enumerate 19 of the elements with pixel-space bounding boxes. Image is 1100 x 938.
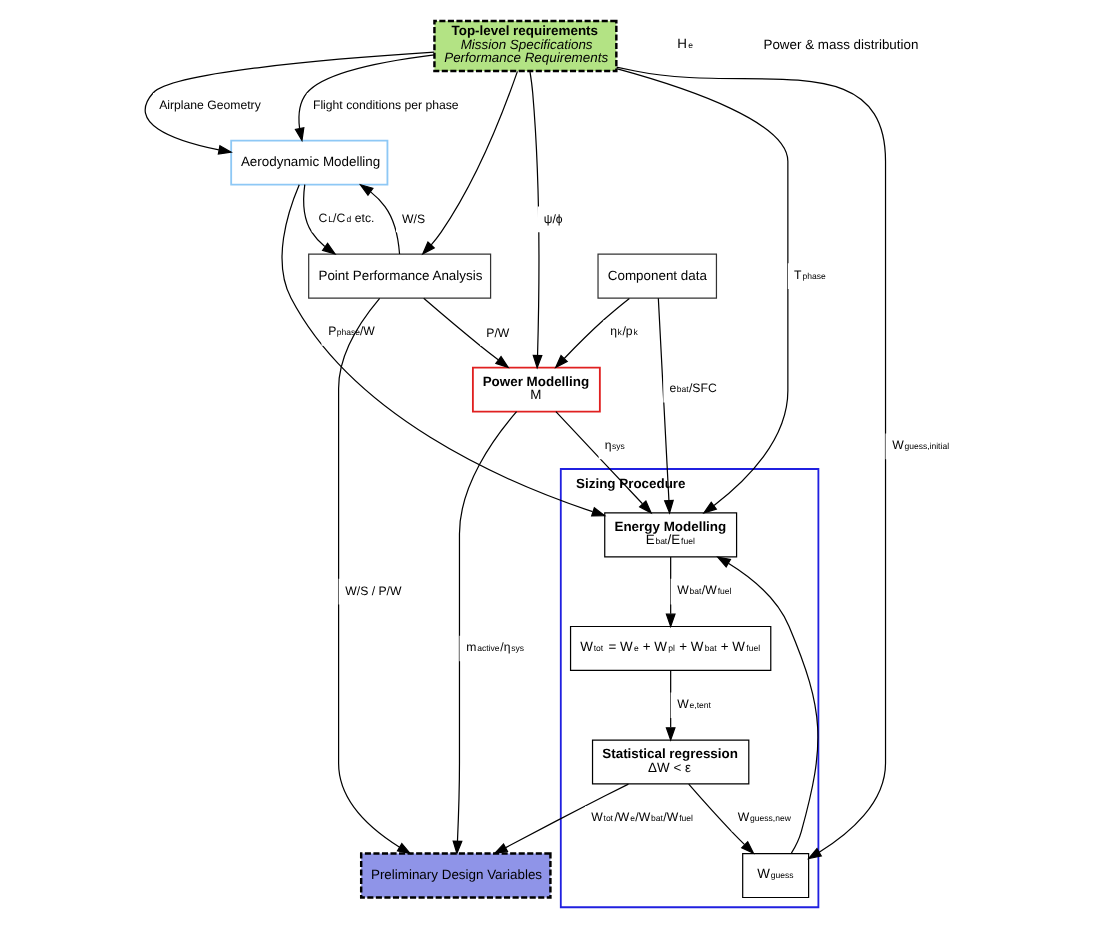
arrow [303, 184, 337, 255]
arrow [452, 411, 518, 856]
arrow [615, 68, 789, 514]
arrow [144, 51, 435, 155]
arrow [615, 66, 887, 860]
arrow [281, 184, 607, 517]
arrow [554, 297, 630, 369]
arrow [555, 411, 653, 515]
arrow [688, 783, 755, 855]
arrow [421, 70, 519, 256]
arrow [529, 70, 543, 370]
arrow [657, 297, 675, 515]
arrow [665, 669, 676, 742]
arrow [665, 556, 676, 629]
arrow [716, 556, 819, 854]
arrow [493, 783, 629, 855]
arrow [294, 54, 435, 143]
arrow [358, 183, 401, 255]
arrow [423, 297, 510, 369]
